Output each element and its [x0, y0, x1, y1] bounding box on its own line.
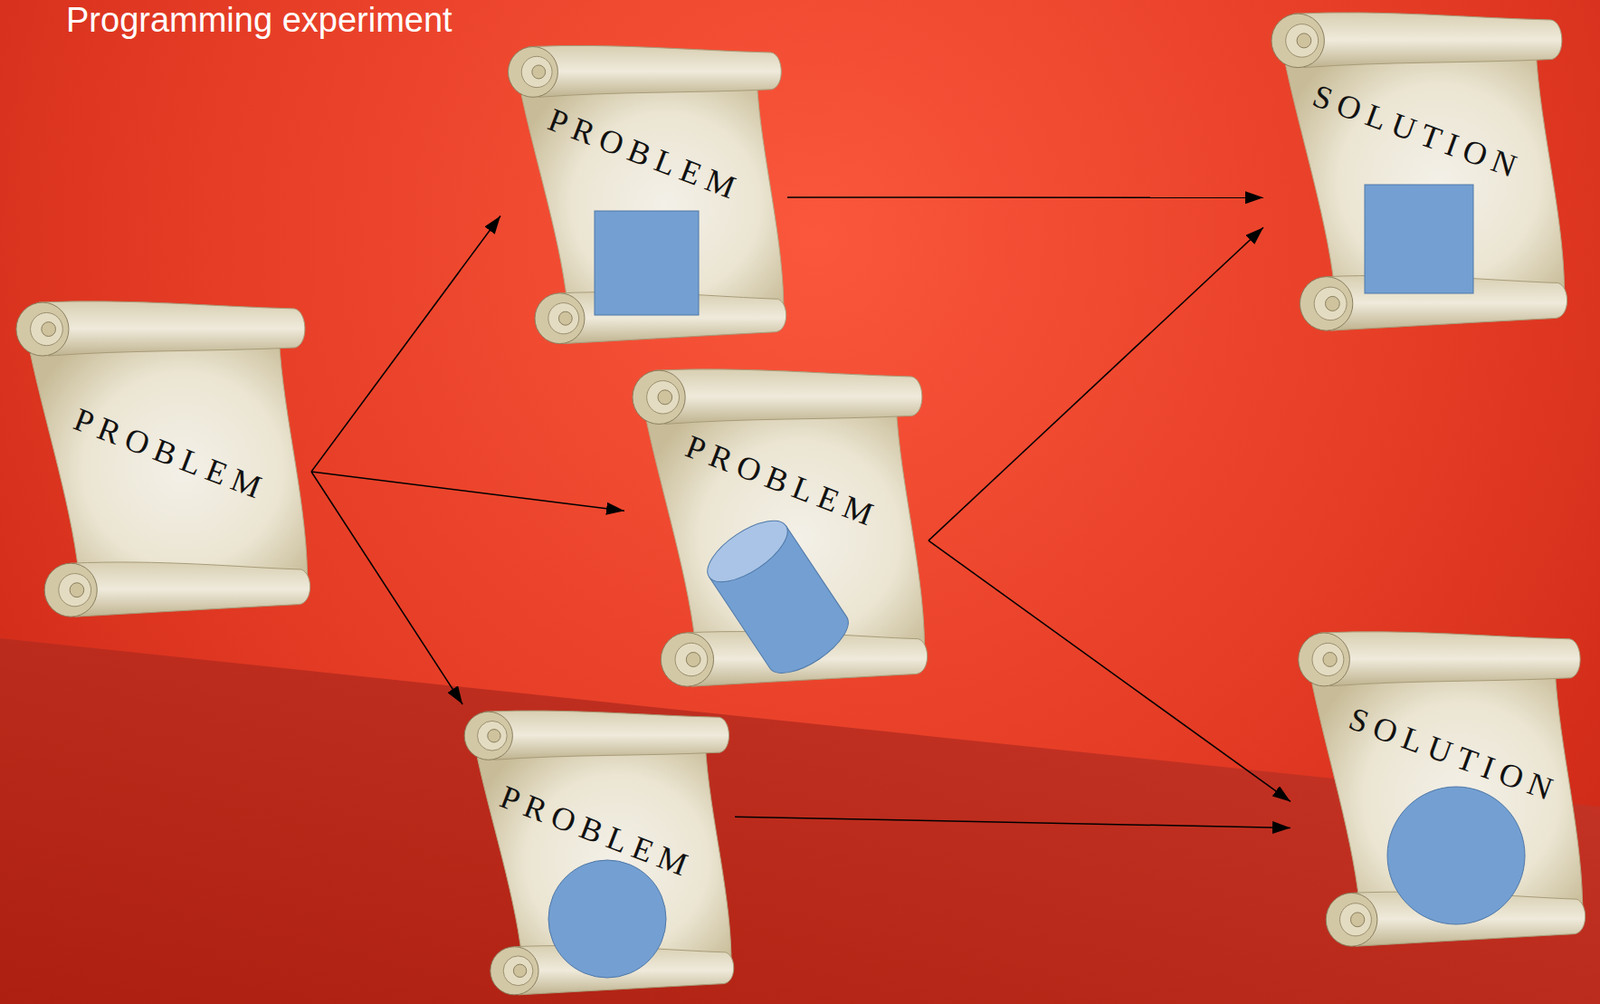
scroll-node: SOLUTION — [1290, 624, 1587, 953]
scroll-sheet — [477, 741, 733, 982]
scroll-node: PROBLEM — [457, 704, 735, 1000]
scroll-node: SOLUTION — [1263, 5, 1569, 337]
scroll-curl — [507, 47, 558, 98]
scroll-node: PROBLEM — [8, 294, 312, 623]
shape-illustration — [624, 361, 929, 693]
scroll-curl — [660, 632, 714, 686]
shape-illustration — [1263, 5, 1569, 337]
scroll-curl — [1325, 892, 1378, 946]
arrow-connector — [787, 196, 1264, 199]
scroll-top-roll — [1294, 12, 1562, 68]
scroll-curl — [490, 946, 539, 995]
scroll-curl — [44, 562, 97, 617]
scroll-top-roll — [529, 45, 782, 97]
arrow-connector — [311, 471, 625, 511]
scroll-curl — [464, 711, 513, 760]
scroll-sheet — [521, 77, 784, 331]
circle-shape — [548, 859, 667, 978]
scroll-curl — [16, 302, 69, 356]
scroll-top-roll — [1320, 631, 1581, 686]
scroll-bottom-roll — [70, 561, 310, 617]
scroll-curl — [632, 370, 686, 424]
square-shape — [1364, 184, 1474, 294]
arrow-connector — [928, 540, 1291, 801]
scroll-top-roll — [38, 301, 305, 356]
arrow-connector — [928, 227, 1264, 541]
circle-shape — [1387, 786, 1525, 924]
scroll-sheet — [1312, 665, 1583, 932]
arrow-connector — [311, 216, 501, 473]
scroll-curl — [1298, 632, 1351, 686]
scroll-top-roll — [485, 710, 730, 760]
cylinder-shape — [697, 508, 858, 685]
scroll-top-roll — [655, 369, 923, 425]
scroll-curl — [1271, 13, 1324, 67]
arrow-connector — [734, 816, 1291, 828]
slide-title: Programming experiment — [66, 0, 453, 40]
shape-illustration — [500, 38, 788, 350]
scroll-node: PROBLEM — [624, 361, 929, 693]
background-band — [0, 638, 1600, 1004]
scroll-curl — [534, 293, 585, 344]
square-shape — [594, 210, 699, 315]
scroll-sheet — [30, 334, 308, 602]
scroll-sheet — [1285, 47, 1565, 316]
arrow-connector — [311, 471, 463, 705]
scroll-curl — [1299, 276, 1353, 331]
scroll-node: PROBLEM — [500, 38, 788, 350]
